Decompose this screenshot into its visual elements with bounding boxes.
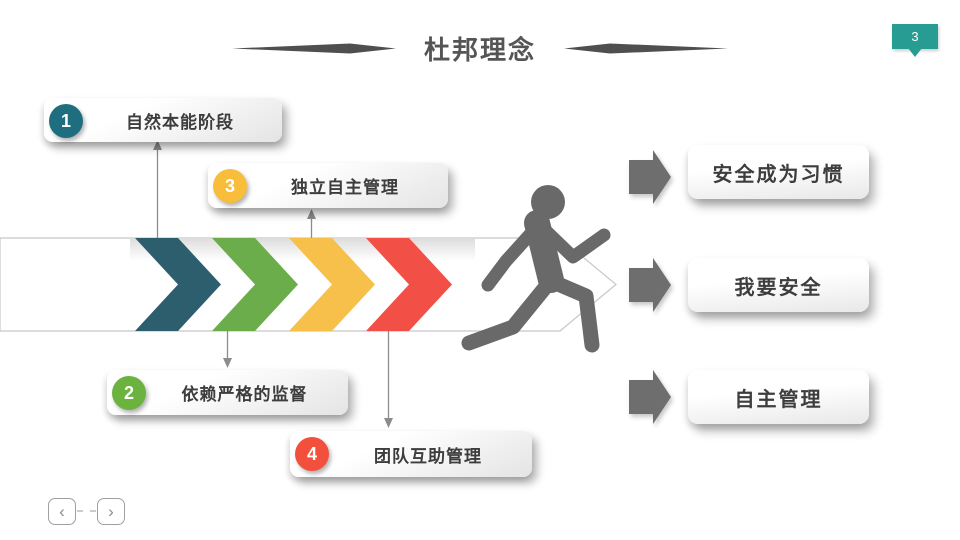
- connector-arrow-stage1: [153, 140, 162, 238]
- connector-arrow-stage4: [384, 331, 393, 428]
- page-number-badge: 3: [892, 24, 938, 49]
- connector-arrow-stage3: [307, 209, 316, 238]
- next-slide-button[interactable]: ›: [97, 498, 125, 525]
- stage-label-4: 团队互助管理: [374, 446, 482, 466]
- stage-pill-1: 1 自然本能阶段: [44, 98, 282, 142]
- outcome-arrow-3-icon: [629, 370, 671, 424]
- stage-label-2: 依赖严格的监督: [181, 385, 308, 404]
- stage-number-4: 4: [306, 443, 317, 464]
- outcome-label-1: 安全成为习惯: [712, 163, 845, 186]
- outcome-label-3: 自主管理: [734, 388, 823, 411]
- prev-slide-button[interactable]: ‹: [48, 498, 76, 525]
- page-title: 杜邦理念: [423, 35, 536, 65]
- outcome-arrow-1-icon: [629, 150, 671, 204]
- slide-header: 杜邦理念: [0, 30, 960, 67]
- outcome-pill-3: 自主管理: [688, 370, 869, 424]
- stage-pill-2: 2 依赖严格的监督: [107, 370, 348, 415]
- page-number: 3: [911, 29, 919, 44]
- chevron-right-icon: ›: [108, 502, 114, 521]
- stage-number-3: 3: [224, 175, 235, 196]
- stage-pill-4: 4 团队互助管理: [290, 431, 532, 477]
- nav-dashed-line: [77, 510, 96, 512]
- stage-label-1: 自然本能阶段: [126, 112, 234, 132]
- outcome-pill-1: 安全成为习惯: [688, 145, 869, 199]
- page-number-badge-tail: [908, 48, 922, 57]
- stage-pill-3: 3 独立自主管理: [208, 163, 448, 208]
- outcome-pill-2: 我要安全: [688, 258, 869, 312]
- stage-number-2: 2: [123, 382, 134, 403]
- connector-arrow-stage2: [223, 331, 232, 368]
- title-decoration-right-icon: [564, 43, 728, 54]
- stage-number-1: 1: [60, 110, 71, 131]
- outcome-arrow-2-icon: [629, 258, 671, 312]
- stage-number-badge-1: 1: [49, 104, 83, 138]
- chevron-left-icon: ‹: [59, 502, 65, 521]
- title-decoration-left-icon: [231, 43, 396, 54]
- stage-label-3: 独立自主管理: [291, 178, 399, 197]
- stage-number-badge-4: 4: [295, 437, 329, 471]
- outcome-label-2: 我要安全: [734, 276, 823, 299]
- stage-number-badge-3: 3: [213, 169, 247, 203]
- stage-number-badge-2: 2: [112, 376, 146, 410]
